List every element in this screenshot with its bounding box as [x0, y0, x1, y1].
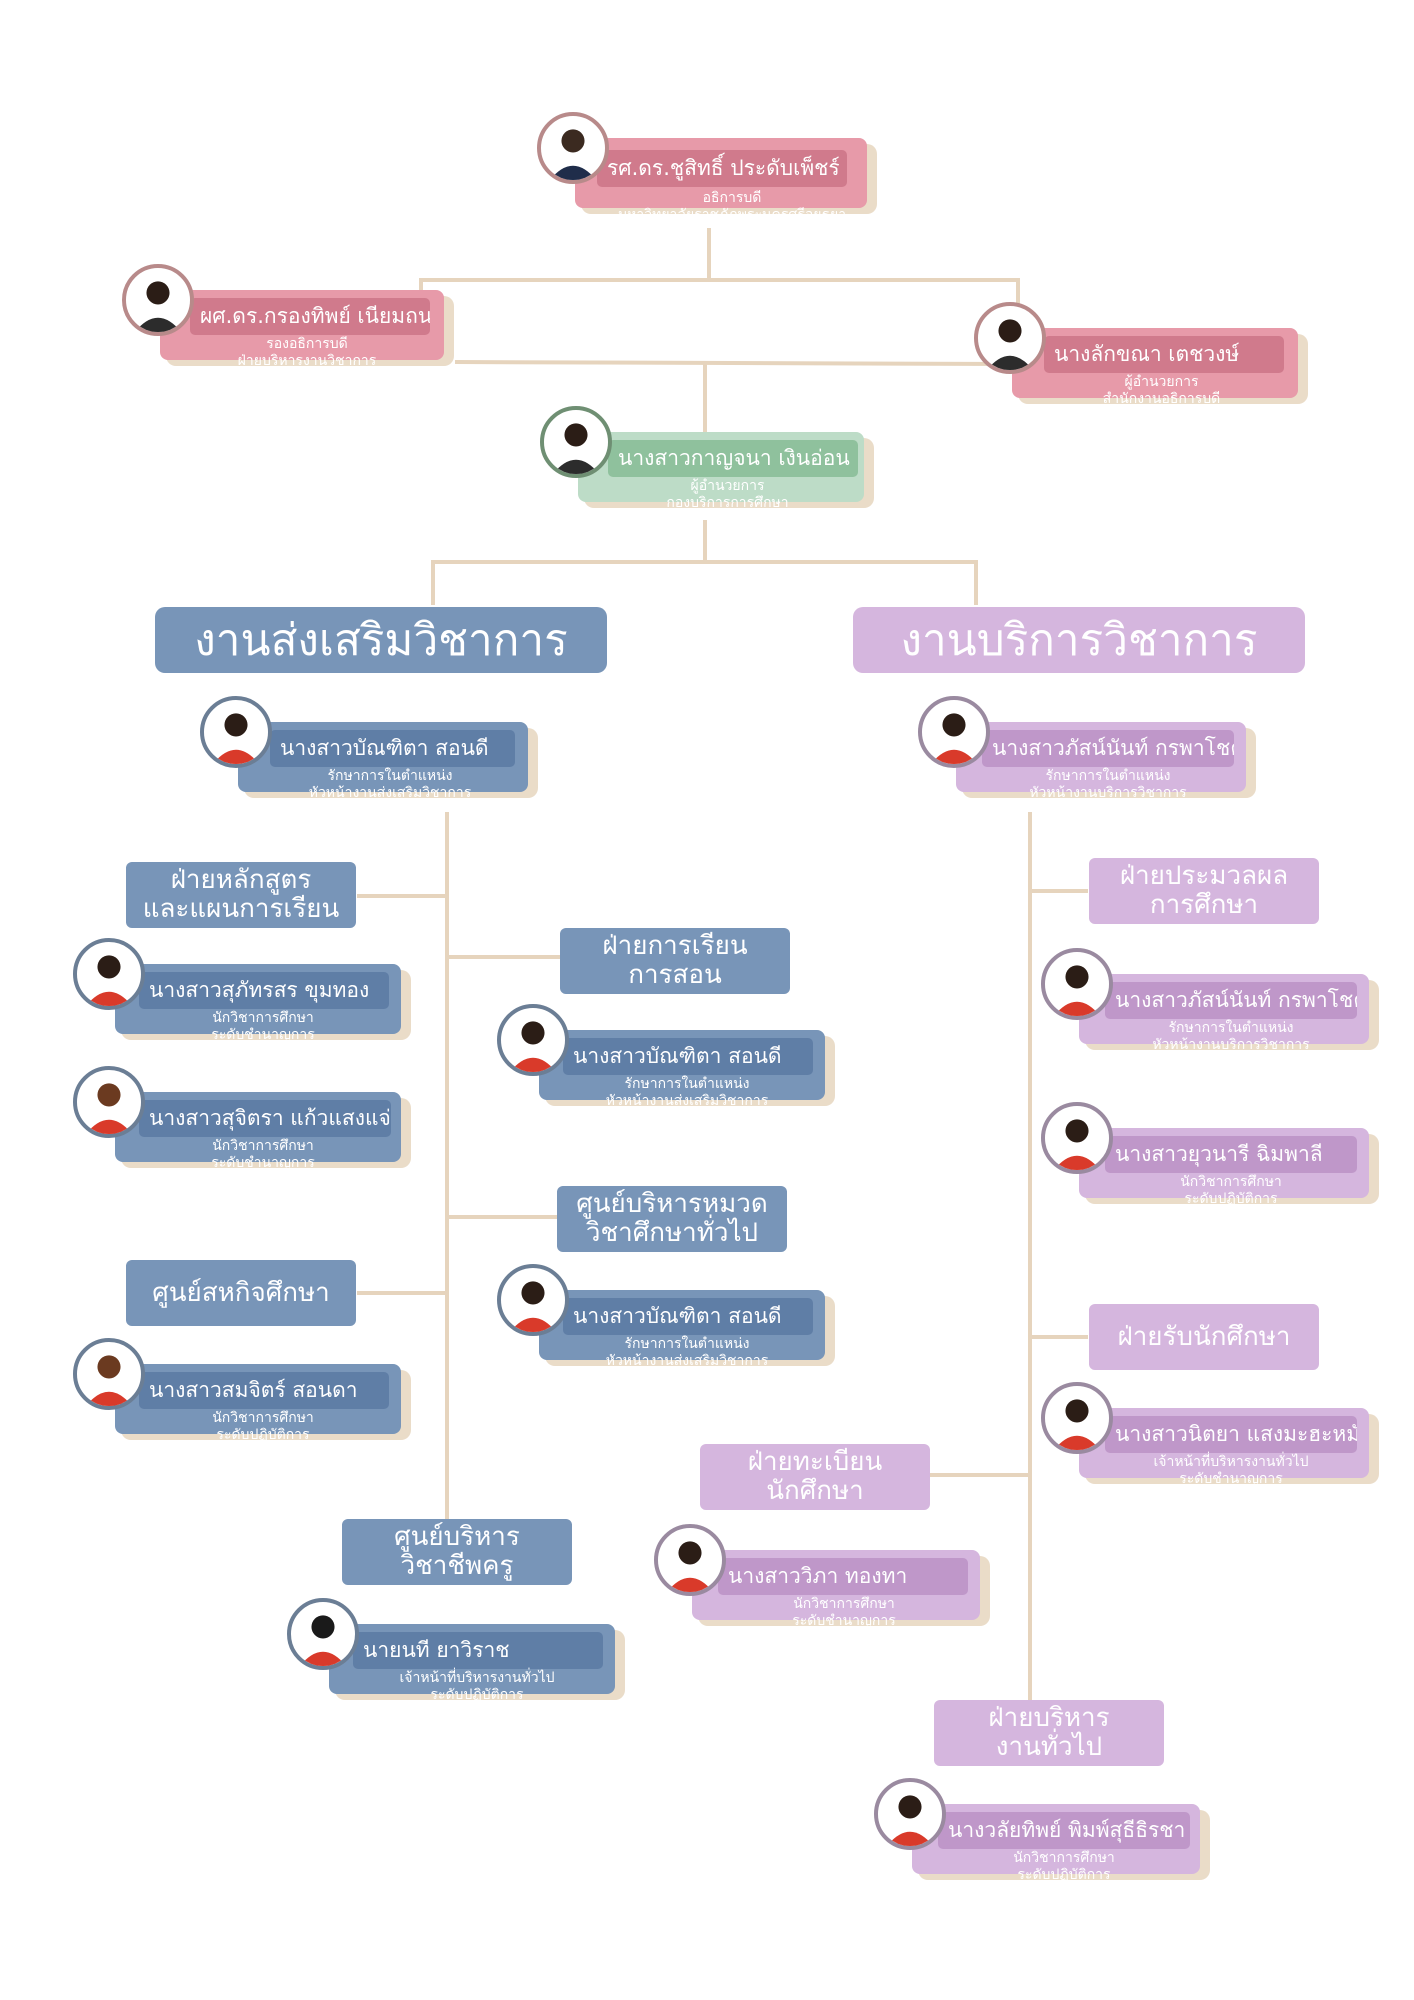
person-position: นักวิชาการศึกษาระดับชำนาญการ	[211, 1010, 315, 1043]
person-name: รศ.ดร.ชูสิทธิ์ ประดับเพ็ชร์	[597, 150, 847, 187]
person-name: นายนที ยาวิราช	[353, 1632, 603, 1669]
person-card-curriculum-2: นางสาวสุจิตรา แก้วแสงแจ่ม นักวิชาการศึกษ…	[73, 1064, 413, 1194]
person-photo-icon	[73, 1338, 145, 1410]
person-card-coop-1: นางสาวสมจิตร์ สอนดา นักวิชาการศึกษาระดับ…	[73, 1336, 413, 1466]
person-name: นางสาวภัสน์นันท์ กรพาโชค	[1105, 982, 1357, 1019]
person-photo-icon	[287, 1598, 359, 1670]
subunit-teacher-center: ศูนย์บริหารวิชาชีพครู	[342, 1519, 572, 1585]
person-name: นางสาวบัณฑิตา สอนดี	[563, 1038, 813, 1075]
person-position: นักวิชาการศึกษาระดับปฏิบัติการ	[212, 1410, 314, 1443]
person-photo-icon	[918, 696, 990, 768]
person-name: นางสาวกาญจนา เงินอ่อน	[608, 440, 858, 477]
person-position: รองอธิการบดีฝ่ายบริหารงานวิชาการ	[237, 336, 377, 369]
person-card-evaluation-1: นางสาวภัสน์นันท์ กรพาโชค รักษาการในตำแหน…	[1041, 946, 1381, 1076]
person-name: นางสาวสุจิตรา แก้วแสงแจ่ม	[139, 1100, 391, 1137]
person-card-vice-president: ผศ.ดร.กรองทิพย์ เนียมถนอม รองอธิการบดีฝ่…	[122, 262, 462, 392]
subunit-teaching: ฝ่ายการเรียนการสอน	[560, 928, 790, 994]
person-photo-icon	[1041, 1102, 1113, 1174]
person-photo-icon	[73, 938, 145, 1010]
person-card-evaluation-2: นางสาวยุวนารี ฉิมพาลี นักวิชาการศึกษาระด…	[1041, 1100, 1381, 1230]
person-position: เจ้าหน้าที่บริหารงานทั่วไประดับปฏิบัติกา…	[399, 1670, 555, 1703]
person-position: รักษาการในตำแหน่งหัวหน้างานบริการวิชาการ	[1152, 1020, 1310, 1053]
person-card-teacher-center-1: นายนที ยาวิราช เจ้าหน้าที่บริหารงานทั่วไ…	[287, 1596, 627, 1726]
person-photo-icon	[874, 1778, 946, 1850]
subunit-admission: ฝ่ายรับนักศึกษา	[1089, 1304, 1319, 1370]
person-position: เจ้าหน้าที่บริหารงานทั่วไประดับชำนาญการ	[1153, 1454, 1309, 1487]
person-position: อธิการบดีมหาวิทยาลัยราชภัฏพระนครศรีอยุธย…	[617, 190, 847, 223]
section-header-service: งานบริการวิชาการ	[853, 607, 1305, 673]
person-position: รักษาการในตำแหน่งหัวหน้างานส่งเสริมวิชาก…	[605, 1336, 769, 1369]
person-position: รักษาการในตำแหน่งหัวหน้างานบริการวิชาการ	[1029, 768, 1187, 801]
person-position: ผู้อำนวยการกองบริการการศึกษา	[666, 478, 789, 511]
person-card-general-admin-1: นางวลัยทิพย์ พิมพ์สุธีธิรชา นักวิชาการศึ…	[874, 1776, 1214, 1906]
person-photo-icon	[497, 1264, 569, 1336]
person-photo-icon	[654, 1524, 726, 1596]
subunit-curriculum: ฝ่ายหลักสูตรและแผนการเรียน	[126, 862, 356, 928]
person-card-office-director: นางลักขณา เตชวงษ์ ผู้อำนวยการสำนักงานอธิ…	[974, 300, 1314, 430]
subunit-general-center: ศูนย์บริหารหมวดวิชาศึกษาทั่วไป	[557, 1186, 787, 1252]
subunit-general-admin: ฝ่ายบริหารงานทั่วไป	[934, 1700, 1164, 1766]
person-position: รักษาการในตำแหน่งหัวหน้างานส่งเสริมวิชาก…	[605, 1076, 769, 1109]
person-position: ผู้อำนวยการสำนักงานอธิการบดี	[1102, 374, 1221, 407]
person-card-curriculum-1: นางสาวสุภัทรสร ขุมทอง นักวิชาการศึกษาระด…	[73, 936, 413, 1066]
person-photo-icon	[537, 112, 609, 184]
person-photo-icon	[497, 1004, 569, 1076]
subunit-evaluation: ฝ่ายประมวลผลการศึกษา	[1089, 858, 1319, 924]
person-card-division-director: นางสาวกาญจนา เงินอ่อน ผู้อำนวยการกองบริก…	[540, 404, 880, 534]
person-position: นักวิชาการศึกษาระดับปฏิบัติการ	[1180, 1174, 1282, 1207]
person-photo-icon	[1041, 1382, 1113, 1454]
person-position: รักษาการในตำแหน่งหัวหน้างานส่งเสริมวิชาก…	[308, 768, 472, 801]
person-name: นางสาวสมจิตร์ สอนดา	[139, 1372, 389, 1409]
person-name: นางสาววิภา ทองทา	[718, 1558, 968, 1595]
person-photo-icon	[122, 264, 194, 336]
person-photo-icon	[974, 302, 1046, 374]
person-card-president: รศ.ดร.ชูสิทธิ์ ประดับเพ็ชร์ อธิการบดีมหา…	[537, 110, 877, 240]
person-name: นางสาวยุวนารี ฉิมพาลี	[1105, 1136, 1357, 1173]
person-name: นางสาวบัณฑิตา สอนดี	[270, 730, 515, 767]
subunit-coop: ศูนย์สหกิจศึกษา	[126, 1260, 356, 1326]
person-position: นักวิชาการศึกษาระดับปฏิบัติการ	[1013, 1850, 1115, 1883]
person-photo-icon	[200, 696, 272, 768]
person-name: นางลักขณา เตชวงษ์	[1044, 336, 1284, 373]
person-photo-icon	[73, 1066, 145, 1138]
person-name: นางสาวบัณฑิตา สอนดี	[563, 1298, 813, 1335]
person-name: นางสาวนิตยา แสงมะฮะหมัด	[1105, 1416, 1357, 1453]
person-card-promotion-head: นางสาวบัณฑิตา สอนดี รักษาการในตำแหน่งหัว…	[200, 694, 540, 824]
person-name: นางวลัยทิพย์ พิมพ์สุธีธิรชา	[938, 1812, 1190, 1849]
person-position: นักวิชาการศึกษาระดับชำนาญการ	[211, 1138, 315, 1171]
person-card-registration-1: นางสาววิภา ทองทา นักวิชาการศึกษาระดับชำน…	[654, 1522, 994, 1652]
person-name: นางสาวสุภัทรสร ขุมทอง	[139, 972, 389, 1009]
subunit-registration: ฝ่ายทะเบียนนักศึกษา	[700, 1444, 930, 1510]
section-header-promotion: งานส่งเสริมวิชาการ	[155, 607, 607, 673]
person-name: นางสาวภัสน์นันท์ กรพาโชค	[982, 730, 1234, 767]
person-card-admission-1: นางสาวนิตยา แสงมะฮะหมัด เจ้าหน้าที่บริหา…	[1041, 1380, 1381, 1510]
person-photo-icon	[1041, 948, 1113, 1020]
person-position: นักวิชาการศึกษาระดับชำนาญการ	[792, 1596, 896, 1629]
person-card-service-head: นางสาวภัสน์นันท์ กรพาโชค รักษาการในตำแหน…	[918, 694, 1258, 824]
person-photo-icon	[540, 406, 612, 478]
person-name: ผศ.ดร.กรองทิพย์ เนียมถนอม	[190, 298, 430, 335]
person-card-teaching-1: นางสาวบัณฑิตา สอนดี รักษาการในตำแหน่งหัว…	[497, 1002, 837, 1132]
person-card-general-center-1: นางสาวบัณฑิตา สอนดี รักษาการในตำแหน่งหัว…	[497, 1262, 837, 1392]
